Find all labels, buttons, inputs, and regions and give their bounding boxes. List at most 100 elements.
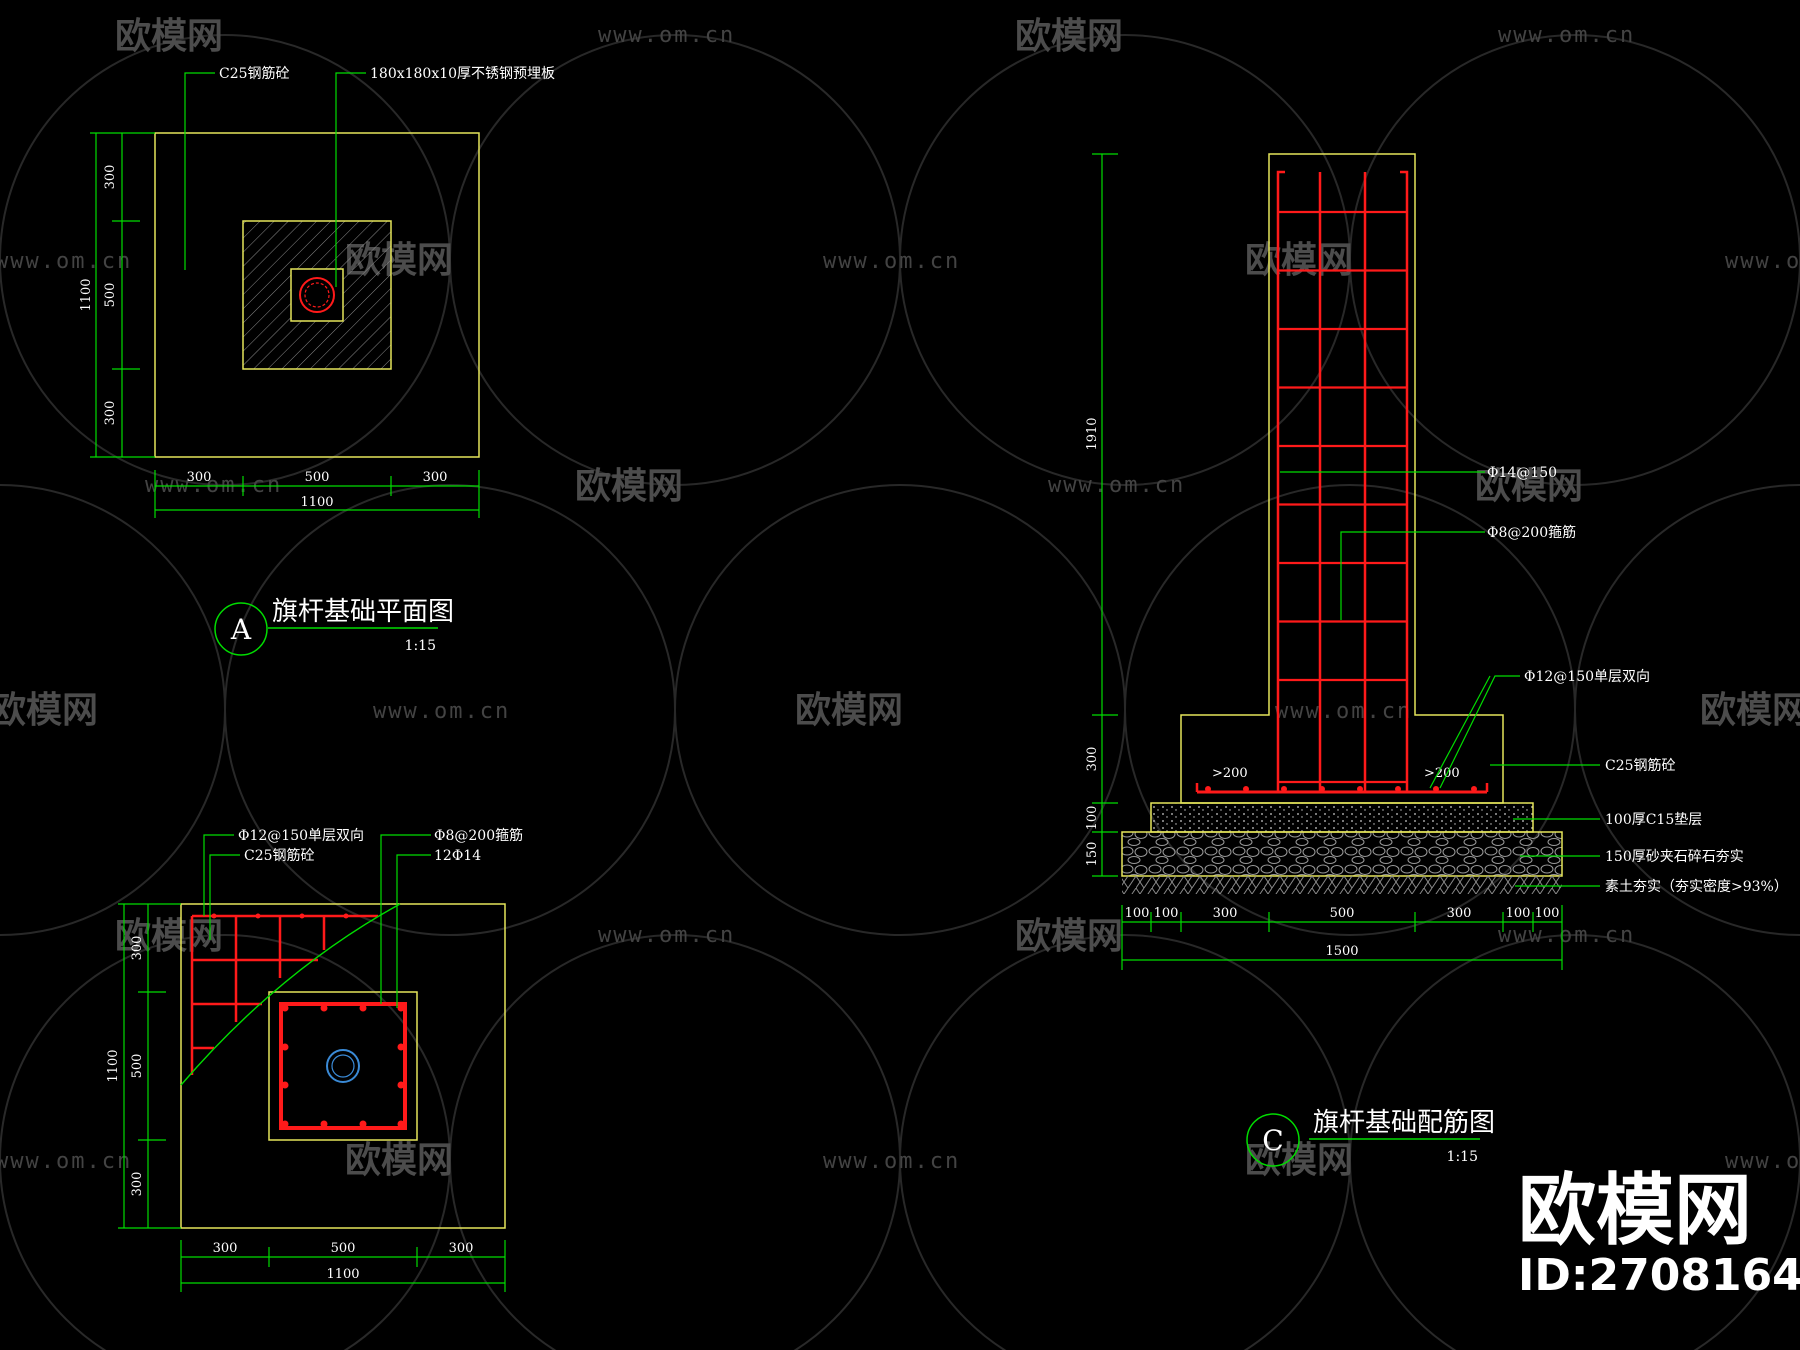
dim-text-total: 1100	[106, 1049, 121, 1082]
watermark-url: www.om.cn	[373, 699, 510, 724]
watermark-logo: 欧模网	[0, 690, 98, 731]
flagpole-ring	[299, 277, 335, 313]
flagpole-inner-ring	[331, 1054, 355, 1078]
watermark-rings	[0, 34, 1800, 1350]
drawing-scale: 1:15	[405, 638, 436, 654]
mesh-dot	[1357, 786, 1363, 792]
dimension-bottom	[180, 1240, 506, 1292]
mesh-dot	[1471, 786, 1477, 792]
dim-text: 300	[449, 1241, 474, 1256]
dim-text: 100	[1506, 906, 1531, 921]
annotation-soil: 素土夯实（夯实密度>93%）	[1605, 878, 1788, 895]
break-line	[180, 903, 401, 1086]
cover-label: >200	[1424, 766, 1460, 781]
soil-layer	[1122, 876, 1562, 894]
drawing-title: 旗杆基础平面图	[272, 597, 454, 627]
watermark-url: www.om.cn	[1725, 249, 1800, 274]
column-rebar	[1276, 170, 1409, 792]
lean-concrete-layer	[1150, 802, 1534, 833]
dim-text: 300	[187, 470, 212, 485]
pier-outline	[268, 991, 418, 1141]
mesh-dot	[1395, 786, 1401, 792]
dim-text: 500	[331, 1241, 356, 1256]
annotation-concrete: C25钢筋砼	[1605, 757, 1676, 774]
mesh-dot	[1205, 786, 1211, 792]
watermark-logo: 欧模网	[115, 916, 223, 957]
watermark-url: www.om.cn	[0, 249, 132, 274]
drawing-scale: 1:15	[1447, 1149, 1478, 1165]
annotation-cushion: 100厚C15垫层	[1605, 812, 1702, 828]
annotation-mesh: Φ12@150单层双向	[1524, 669, 1650, 685]
watermark-url: www.om.cn	[1725, 1149, 1800, 1174]
annotation-concrete: C25钢筋砼	[244, 847, 315, 864]
watermark-logo: 欧模网	[1245, 240, 1353, 281]
rebar-mesh	[190, 914, 378, 1075]
watermark-url: www.om.cn	[1048, 473, 1185, 498]
annotation-stirrup: Φ8@200箍筋	[1487, 524, 1576, 541]
dim-text: 300	[1213, 906, 1238, 921]
flagpole-ring	[326, 1049, 360, 1083]
watermark-logo: 欧模网	[1700, 690, 1800, 731]
leader-line	[203, 834, 234, 916]
watermark-logo: 欧模网	[1015, 16, 1123, 57]
dim-text: 300	[423, 470, 448, 485]
watermark-logo: 欧模网	[1475, 466, 1583, 507]
mesh-dot	[1281, 786, 1287, 792]
dim-text: 100	[1085, 806, 1100, 831]
stirrups	[1278, 210, 1407, 682]
drawing-tag-circle	[214, 602, 268, 656]
embedded-plate	[290, 268, 344, 322]
watermark-logo: 欧模网	[345, 1140, 453, 1181]
mesh-dot	[1433, 786, 1439, 792]
plan-b: Φ12@150单层双向 C25钢筋砼 Φ8@200箍筋 12Φ14 300 50…	[106, 827, 523, 1292]
watermark-url: www.om.cn	[823, 1149, 960, 1174]
footing-outline	[154, 132, 480, 458]
rebar-dots-top	[211, 913, 349, 919]
watermark-url: www.om.cn	[598, 923, 735, 948]
drawing-tag: C	[1262, 1124, 1283, 1157]
dim-text: 100	[1535, 906, 1560, 921]
mesh-dot	[1243, 786, 1249, 792]
dim-text: 500	[103, 283, 118, 308]
leader-line	[335, 72, 366, 287]
dim-text: 500	[1330, 906, 1355, 921]
drawing-tag-circle	[1246, 1113, 1300, 1167]
dim-text: 300	[103, 165, 118, 190]
dim-text-total: 1100	[300, 495, 333, 510]
dim-text: 100	[1154, 906, 1179, 921]
dim-text-total: 1100	[326, 1267, 359, 1282]
dim-text: 300	[103, 401, 118, 426]
leader-line	[209, 854, 240, 940]
cover-label: >200	[1212, 766, 1248, 781]
watermark-logo: 欧模网	[1245, 1140, 1353, 1181]
leader-line	[184, 72, 215, 270]
dim-text: 1910	[1085, 417, 1100, 450]
brand-id: ID:2708164	[1518, 1250, 1800, 1301]
watermark-url: www.om.cn	[823, 249, 960, 274]
leaders	[1280, 471, 1600, 887]
leader-line	[380, 834, 431, 1004]
watermark-url: www.om.cn	[1498, 923, 1635, 948]
dimension-left	[118, 903, 181, 1229]
watermark-url: www.om.cn	[598, 23, 735, 48]
watermark-logo: 欧模网	[1015, 916, 1123, 957]
dimension-bottom	[1121, 905, 1563, 970]
dim-text: 500	[130, 1054, 145, 1079]
annotation-plate: 180x180x10厚不锈钢预埋板	[370, 66, 555, 82]
dim-text: 100	[1125, 906, 1150, 921]
annotation-bars: 12Φ14	[434, 848, 481, 864]
dim-text: 500	[305, 470, 330, 485]
dimension-left	[1092, 153, 1118, 877]
dimension-left	[90, 132, 155, 458]
dim-text: 150	[1085, 842, 1100, 867]
brand-logo-text: 欧模网	[1518, 1166, 1752, 1256]
annotation-stirrup: Φ8@200箍筋	[434, 827, 523, 844]
watermark-url: www.om.cn	[1275, 699, 1412, 724]
watermark-url: www.om.cn	[0, 1149, 132, 1174]
annotation-gravel: 150厚砂夹石碎石夯实	[1605, 849, 1744, 865]
dim-text: 300	[213, 1241, 238, 1256]
dimension-bottom	[154, 470, 480, 518]
dim-text-total: 1500	[1325, 944, 1358, 959]
watermark-logo: 欧模网	[575, 466, 683, 507]
